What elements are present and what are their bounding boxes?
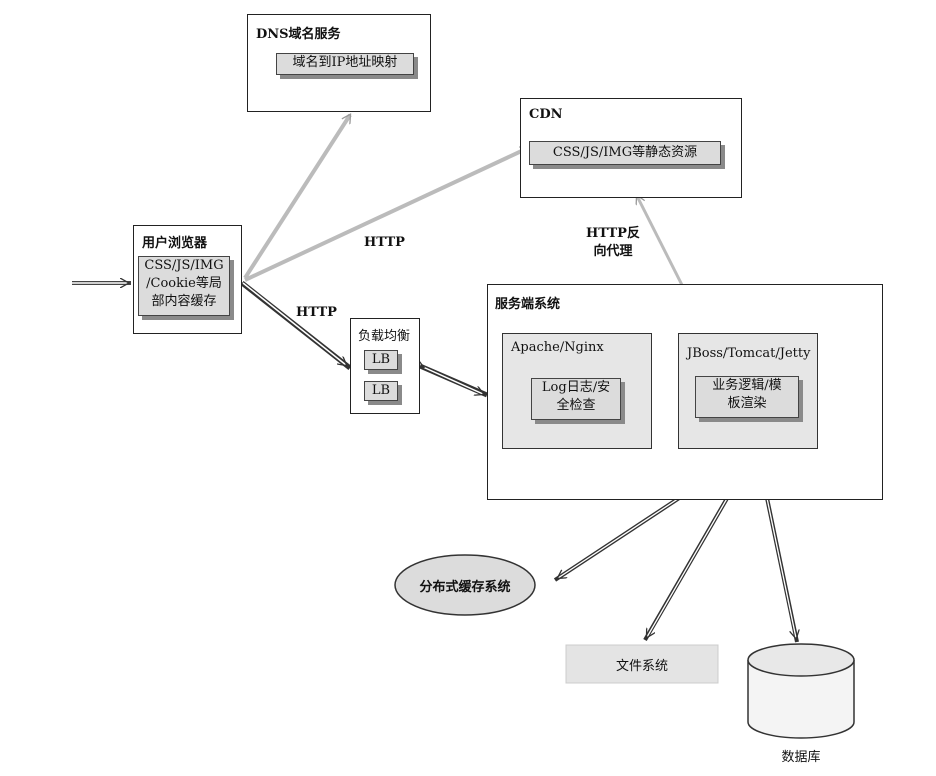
jboss-title: JBoss/Tomcat/Jetty <box>687 346 811 361</box>
browser-to-lb-link <box>240 281 352 370</box>
http-reverse-proxy-label: HTTP反 向代理 <box>583 225 643 261</box>
lb-item-1: LB <box>364 350 398 370</box>
cache-label: 分布式缓存系统 <box>419 580 511 595</box>
cdn-title: CDN <box>529 107 563 122</box>
db-cylinder <box>747 643 855 739</box>
browser-title: 用户浏览器 <box>142 236 208 251</box>
dns-item: 域名到IP地址映射 <box>276 53 414 75</box>
lb-server-link <box>420 366 488 398</box>
db-label: 数据库 <box>781 750 821 765</box>
apache-log-item: Log日志/安 全检查 <box>531 378 621 420</box>
apache-item-line1: Log日志/安 <box>541 380 611 395</box>
browser-item-line3: 部内容缓存 <box>151 294 217 309</box>
fs-label: 文件系统 <box>615 659 668 674</box>
jboss-item-line2: 板渲染 <box>727 396 767 411</box>
browser-to-dns-link <box>243 115 352 280</box>
browser-cache-item: CSS/JS/IMG /Cookie等局 部内容缓存 <box>138 256 230 316</box>
apache-title: Apache/Nginx <box>511 340 604 355</box>
fs-box <box>565 644 719 684</box>
server-to-cdn-link <box>637 196 685 288</box>
apache-item-line2: 全检查 <box>556 398 596 413</box>
browser-item-line2: /Cookie等局 <box>146 276 222 291</box>
http-reverse-line2: 向代理 <box>593 244 633 259</box>
lb-box: 负载均衡 LB LB <box>350 318 420 414</box>
server-box: 服务端系统 Apache/Nginx Log日志/安 全检查 JBoss/Tom… <box>487 284 883 500</box>
http-label-cdn: HTTP <box>364 235 405 250</box>
http-reverse-line1: HTTP反 <box>586 226 640 241</box>
jboss-box: JBoss/Tomcat/Jetty 业务逻辑/模 板渲染 <box>678 333 818 449</box>
dns-title: DNS域名服务 <box>256 27 341 42</box>
server-title: 服务端系统 <box>495 297 561 312</box>
browser-box: 用户浏览器 CSS/JS/IMG /Cookie等局 部内容缓存 <box>133 225 242 334</box>
cache-ellipse <box>394 554 536 616</box>
jboss-item-line1: 业务逻辑/模 <box>712 378 782 393</box>
browser-to-cdn-link <box>244 146 528 282</box>
lb-item-2: LB <box>364 381 398 401</box>
dns-box: DNS域名服务 域名到IP地址映射 <box>247 14 431 112</box>
browser-item-line1: CSS/JS/IMG <box>144 258 224 273</box>
lb-title: 负载均衡 <box>358 329 411 344</box>
http-label-lb: HTTP <box>296 305 337 320</box>
jboss-logic-item: 业务逻辑/模 板渲染 <box>695 376 799 418</box>
apache-box: Apache/Nginx Log日志/安 全检查 <box>502 333 652 449</box>
cdn-item: CSS/JS/IMG等静态资源 <box>529 141 721 165</box>
cdn-box: CDN CSS/JS/IMG等静态资源 <box>520 98 742 198</box>
